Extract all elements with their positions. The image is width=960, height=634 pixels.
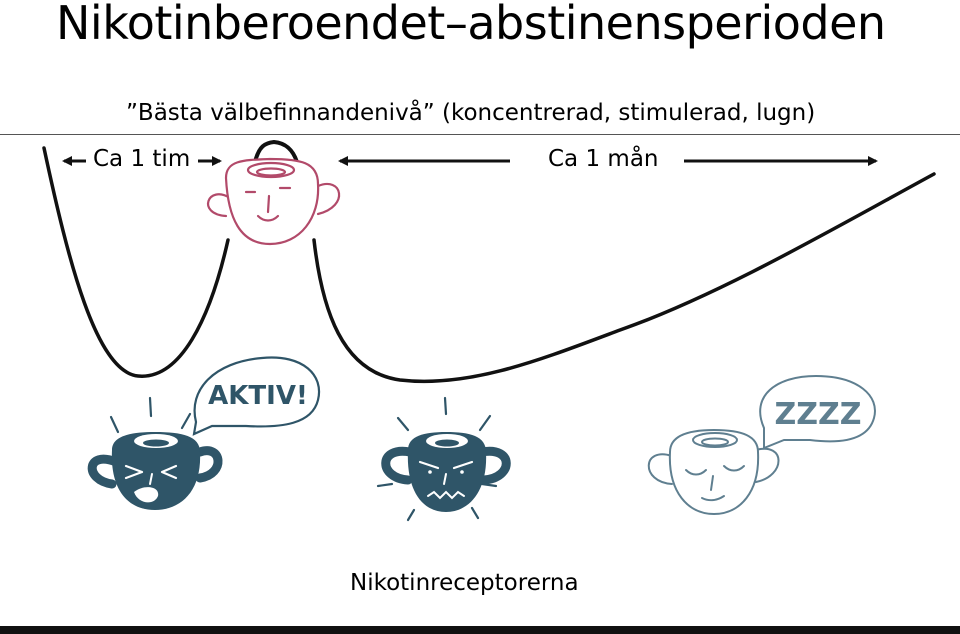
sleep-bubble-text: ZZZZ bbox=[774, 397, 861, 432]
sleep-speech-bubble: ZZZZ bbox=[759, 374, 876, 450]
duration-long-label: Ca 1 mån bbox=[548, 146, 659, 172]
wellbeing-curve bbox=[42, 139, 936, 384]
wellbeing-level-line bbox=[0, 134, 960, 135]
best-wellbeing-label: ”Bästa välbefinnandenivå” (koncentrerad,… bbox=[126, 100, 816, 126]
wellbeing-head-icon bbox=[207, 157, 341, 246]
stressed-head-icon bbox=[376, 396, 511, 522]
page-title: Nikotinberoendet–abstinensperioden bbox=[56, 0, 886, 50]
active-speech-bubble: AKTIV! bbox=[192, 356, 321, 436]
active-head-icon bbox=[87, 396, 223, 510]
bottom-rule bbox=[0, 626, 960, 634]
sleepy-head-icon bbox=[647, 428, 780, 516]
duration-short-label: Ca 1 tim bbox=[93, 146, 191, 172]
active-bubble-text: AKTIV! bbox=[208, 381, 308, 411]
nicotine-receptors-caption: Nikotinreceptorerna bbox=[350, 570, 579, 596]
